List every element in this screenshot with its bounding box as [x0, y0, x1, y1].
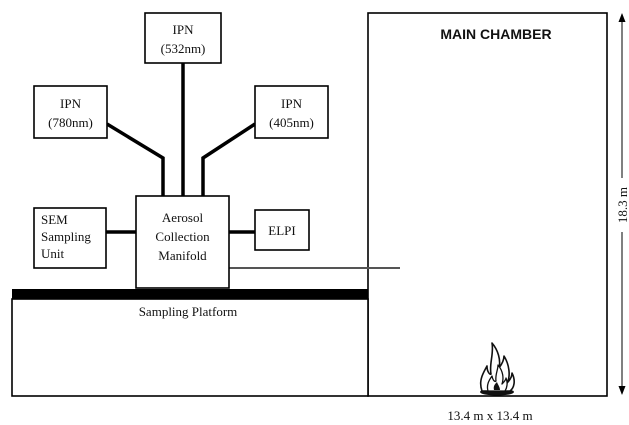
- manifold-line-2: Collection: [155, 229, 210, 244]
- ipn-532-wavelength: (532nm): [161, 41, 206, 56]
- ipn-405-box: IPN (405nm): [254, 85, 329, 139]
- sem-line-3: Unit: [41, 246, 65, 261]
- ipn-532-label: IPN: [173, 22, 195, 37]
- sem-line-1: SEM: [41, 212, 68, 227]
- height-dimension: 18.3 m: [612, 13, 629, 395]
- manifold-line-3: Manifold: [158, 248, 207, 263]
- sem-line-2: Sampling: [41, 229, 91, 244]
- manifold-line-1: Aerosol: [162, 210, 204, 225]
- ipn-780-label: IPN: [60, 96, 82, 111]
- chamber-floor-label: 13.4 m x 13.4 m: [447, 408, 532, 423]
- sampling-platform: [11, 298, 369, 397]
- sampling-platform-label: Sampling Platform: [139, 304, 238, 319]
- elpi-label: ELPI: [268, 223, 295, 238]
- ipn-405-label: IPN: [281, 96, 303, 111]
- connection-lines: [106, 63, 256, 234]
- elpi-box: ELPI: [254, 209, 310, 251]
- platform-top-bar: [12, 289, 368, 299]
- ipn-405-wavelength: (405nm): [269, 115, 314, 130]
- main-chamber: [367, 12, 608, 397]
- aerosol-collection-manifold: Aerosol Collection Manifold: [135, 195, 230, 289]
- chamber-height-label: 18.3 m: [615, 187, 629, 223]
- sem-sampling-unit: SEM Sampling Unit: [33, 207, 107, 269]
- flame-icon: [479, 342, 515, 396]
- ipn-780-wavelength: (780nm): [48, 115, 93, 130]
- ipn-532-box: IPN (532nm): [144, 12, 222, 64]
- ipn-780-box: IPN (780nm): [33, 85, 108, 139]
- main-chamber-title: MAIN CHAMBER: [440, 26, 551, 42]
